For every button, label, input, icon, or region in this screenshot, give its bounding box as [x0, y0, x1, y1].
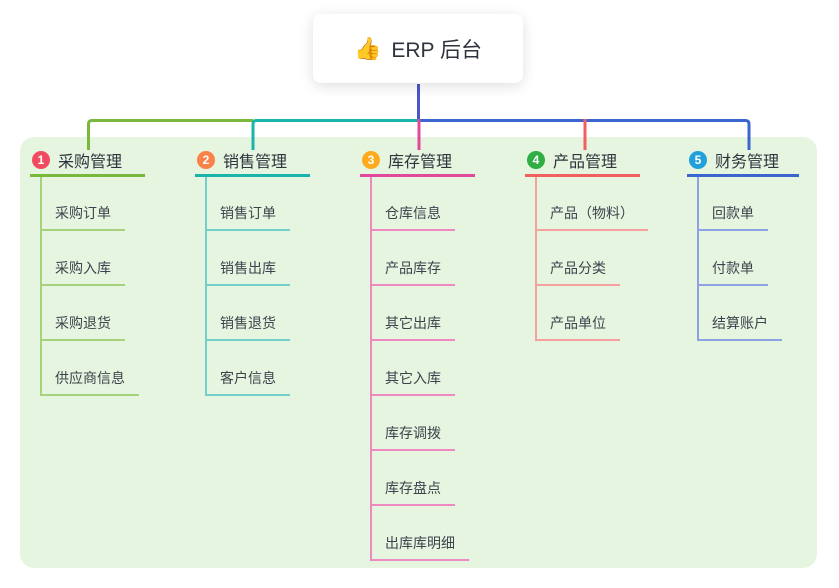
child-item[interactable]: 库存调拨 [370, 423, 455, 451]
thumbs-up-icon: 👍 [353, 35, 382, 61]
child-item[interactable]: 采购订单 [40, 203, 125, 231]
child-item[interactable]: 供应商信息 [40, 368, 139, 396]
child-list: 回款单付款单结算账户 [687, 177, 799, 343]
child-item-label: 销售退货 [220, 315, 276, 331]
child-item[interactable]: 销售订单 [205, 203, 290, 231]
branch-4: 4 产品管理产品（物料） 产品分类产品单位 [525, 146, 648, 343]
branch-vertical-line [697, 177, 699, 341]
branch-label: 产品管理 [553, 154, 618, 171]
child-item-label: 仓库信息 [385, 205, 441, 221]
child-item-label: 采购退货 [55, 315, 111, 331]
child-item-label: 其它出库 [385, 315, 441, 331]
child-item[interactable]: 其它入库 [370, 368, 455, 396]
branch-number-badge: 2 [197, 151, 215, 169]
branch-number-badge: 1 [32, 151, 50, 169]
child-item[interactable]: 采购退货 [40, 313, 125, 341]
child-item[interactable]: 客户信息 [205, 368, 290, 396]
child-item-label: 库存调拨 [385, 425, 441, 441]
child-item-label: 销售订单 [220, 205, 276, 221]
branch-3: 3 库存管理仓库信息产品库存其它出库其它入库库存调拨库存盘点出库库明细 [360, 146, 475, 563]
branch-vertical-line [205, 177, 207, 396]
child-item[interactable]: 库存盘点 [370, 478, 455, 506]
child-item-label: 销售出库 [220, 260, 276, 276]
child-item-label: 供应商信息 [55, 370, 125, 386]
child-item-label: 库存盘点 [385, 480, 441, 496]
branch-label: 财务管理 [715, 154, 780, 171]
child-item-label: 回款单 [712, 205, 754, 221]
root-node[interactable]: 👍 ERP 后台 [313, 14, 523, 83]
branch-1: 1 采购管理采购订单采购入库采购退货供应商信息 [30, 146, 145, 398]
branch-header[interactable]: 1 采购管理 [30, 146, 145, 177]
branch-vertical-line [535, 177, 537, 341]
branch-header[interactable]: 3 库存管理 [360, 146, 475, 177]
child-item[interactable]: 产品单位 [535, 313, 620, 341]
branch-number-badge: 4 [527, 151, 545, 169]
child-list: 产品（物料） 产品分类产品单位 [525, 177, 648, 343]
child-item-label: 客户信息 [220, 370, 276, 386]
branch-number-badge: 3 [362, 151, 380, 169]
child-item-label: 产品库存 [385, 260, 441, 276]
child-item-label: 产品（物料） [550, 205, 634, 221]
child-item[interactable]: 采购入库 [40, 258, 125, 286]
child-item[interactable]: 产品库存 [370, 258, 455, 286]
child-item-label: 产品单位 [550, 315, 606, 331]
child-list: 仓库信息产品库存其它出库其它入库库存调拨库存盘点出库库明细 [360, 177, 475, 563]
branch-header[interactable]: 5 财务管理 [687, 146, 799, 177]
branch-vertical-line [370, 177, 372, 561]
child-item-label: 付款单 [712, 260, 754, 276]
branch-label: 库存管理 [388, 154, 453, 171]
root-title: ERP 后台 [391, 38, 483, 62]
child-item[interactable]: 产品分类 [535, 258, 620, 286]
child-list: 销售订单销售出库销售退货客户信息 [195, 177, 310, 398]
child-item[interactable]: 结算账户 [697, 313, 782, 341]
child-item-label: 采购入库 [55, 260, 111, 276]
branch-vertical-line [40, 177, 42, 396]
child-item[interactable]: 回款单 [697, 203, 768, 231]
child-item-label: 结算账户 [712, 315, 768, 331]
child-item-label: 产品分类 [550, 260, 606, 276]
child-item[interactable]: 产品（物料） [535, 203, 648, 231]
child-item-label: 出库库明细 [385, 535, 455, 551]
child-item[interactable]: 销售出库 [205, 258, 290, 286]
branch-header[interactable]: 4 产品管理 [525, 146, 640, 177]
branch-number-badge: 5 [689, 151, 707, 169]
child-item[interactable]: 仓库信息 [370, 203, 455, 231]
child-item[interactable]: 销售退货 [205, 313, 290, 341]
child-item-label: 采购订单 [55, 205, 111, 221]
branch-label: 销售管理 [223, 154, 288, 171]
child-item[interactable]: 出库库明细 [370, 533, 469, 561]
child-item-label: 其它入库 [385, 370, 441, 386]
branch-label: 采购管理 [58, 154, 123, 171]
branch-header[interactable]: 2 销售管理 [195, 146, 310, 177]
child-list: 采购订单采购入库采购退货供应商信息 [30, 177, 145, 398]
child-item[interactable]: 付款单 [697, 258, 768, 286]
child-item[interactable]: 其它出库 [370, 313, 455, 341]
branches-panel [20, 137, 817, 568]
branch-2: 2 销售管理销售订单销售出库销售退货客户信息 [195, 146, 310, 398]
branch-5: 5 财务管理回款单付款单结算账户 [687, 146, 799, 343]
